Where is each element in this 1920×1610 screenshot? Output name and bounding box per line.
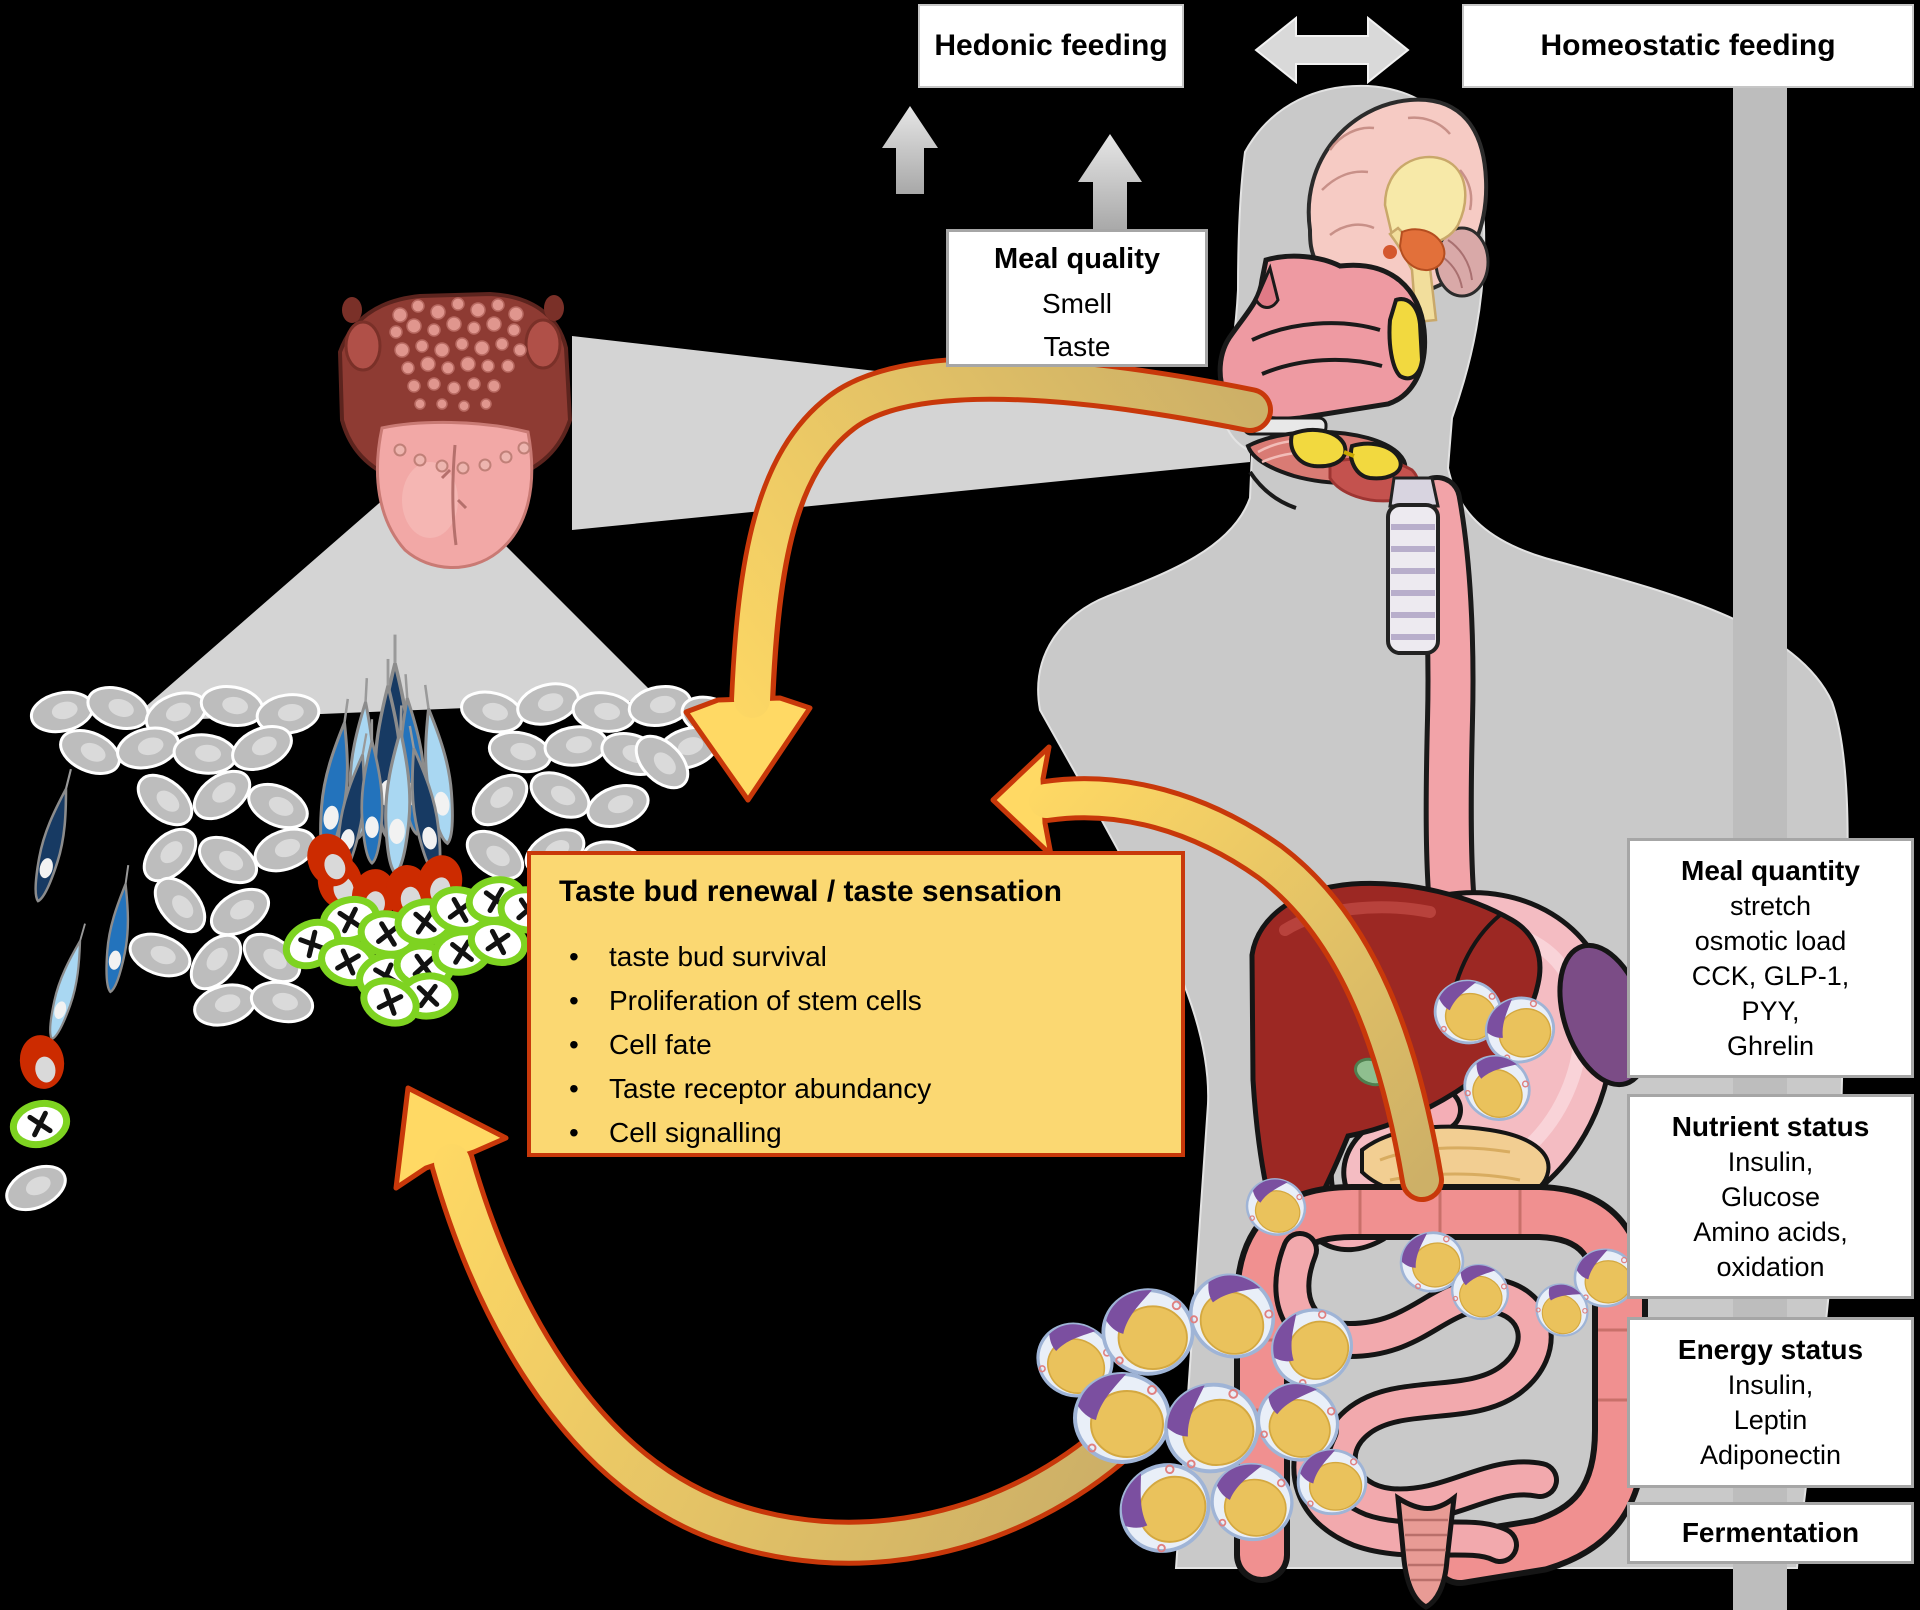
list-item: taste bud survival (531, 935, 1181, 979)
list-item: Proliferation of stem cells (531, 979, 1181, 1023)
salivary-glands (1289, 297, 1425, 481)
taste-bud-renewal-box: Taste bud renewal / taste sensation tast… (527, 851, 1185, 1157)
signal-line: Ghrelin (1726, 1031, 1815, 1061)
taste-bud-renewal-list: taste bud survival Proliferation of stem… (531, 935, 1181, 1155)
signal-line: PYY, (1741, 996, 1800, 1026)
trachea (1386, 476, 1440, 655)
cell-type-key (0, 765, 139, 1220)
homeostatic-feeding-box: Homeostatic feeding (1462, 4, 1914, 88)
energy-status-title: Energy status (1677, 1334, 1864, 1365)
zoom-cone-tongue-to-mouth (572, 336, 1250, 530)
signal-line: Insulin, (1727, 1147, 1814, 1177)
signal-line: osmotic load (1694, 926, 1847, 956)
nutrient-status-box: Nutrient status Insulin, Glucose Amino a… (1627, 1094, 1914, 1299)
nutrient-status-title: Nutrient status (1671, 1111, 1870, 1142)
arrow-gut-to-tastebud (990, 744, 1444, 1202)
arrow-mouth-to-tastebud (683, 355, 1273, 803)
meal-quality-box: Meal quality Smell Taste (946, 229, 1208, 367)
signal-line: CCK, GLP-1, (1691, 961, 1850, 991)
signal-line: stretch (1729, 891, 1812, 921)
brain-illustration (1306, 97, 1490, 324)
signal-line: Leptin (1733, 1405, 1808, 1435)
signal-line: Glucose (1720, 1182, 1821, 1212)
signal-line: Amino acids, (1693, 1217, 1848, 1247)
arrow-fat-to-tastebud (393, 1085, 1131, 1566)
fermentation-title: Fermentation (1681, 1517, 1860, 1548)
energy-status-box: Energy status Insulin, Leptin Adiponecti… (1627, 1317, 1914, 1488)
hedonic-feeding-box: Hedonic feeding (918, 4, 1184, 88)
up-arrow-icon (882, 106, 938, 194)
signal-line: oxidation (1716, 1252, 1825, 1282)
fermentation-box: Fermentation (1627, 1502, 1914, 1564)
meal-quality-line: Taste (1043, 331, 1111, 362)
double-arrow-icon (1254, 15, 1410, 85)
list-item: Taste receptor abundancy (531, 1067, 1181, 1111)
zoom-cone-tongue-to-tastebud (128, 464, 660, 722)
meal-quality-line: Smell (1041, 288, 1112, 319)
signal-line: Adiponectin (1699, 1440, 1842, 1470)
list-item: Cell signalling (531, 1111, 1181, 1155)
list-item: Cell fate (531, 1023, 1181, 1067)
up-arrow-icon (1078, 134, 1142, 231)
signal-line: Insulin, (1727, 1370, 1814, 1400)
meal-quantity-box: Meal quantity stretch osmotic load CCK, … (1627, 838, 1914, 1078)
meal-quantity-title: Meal quantity (1681, 855, 1860, 886)
meal-quality-title: Meal quality (994, 243, 1160, 275)
taste-bud-renewal-title: Taste bud renewal / taste sensation (559, 875, 1062, 908)
tongue-illustration (337, 291, 573, 569)
esophagus (1412, 475, 1477, 930)
rectum (1395, 1492, 1458, 1610)
